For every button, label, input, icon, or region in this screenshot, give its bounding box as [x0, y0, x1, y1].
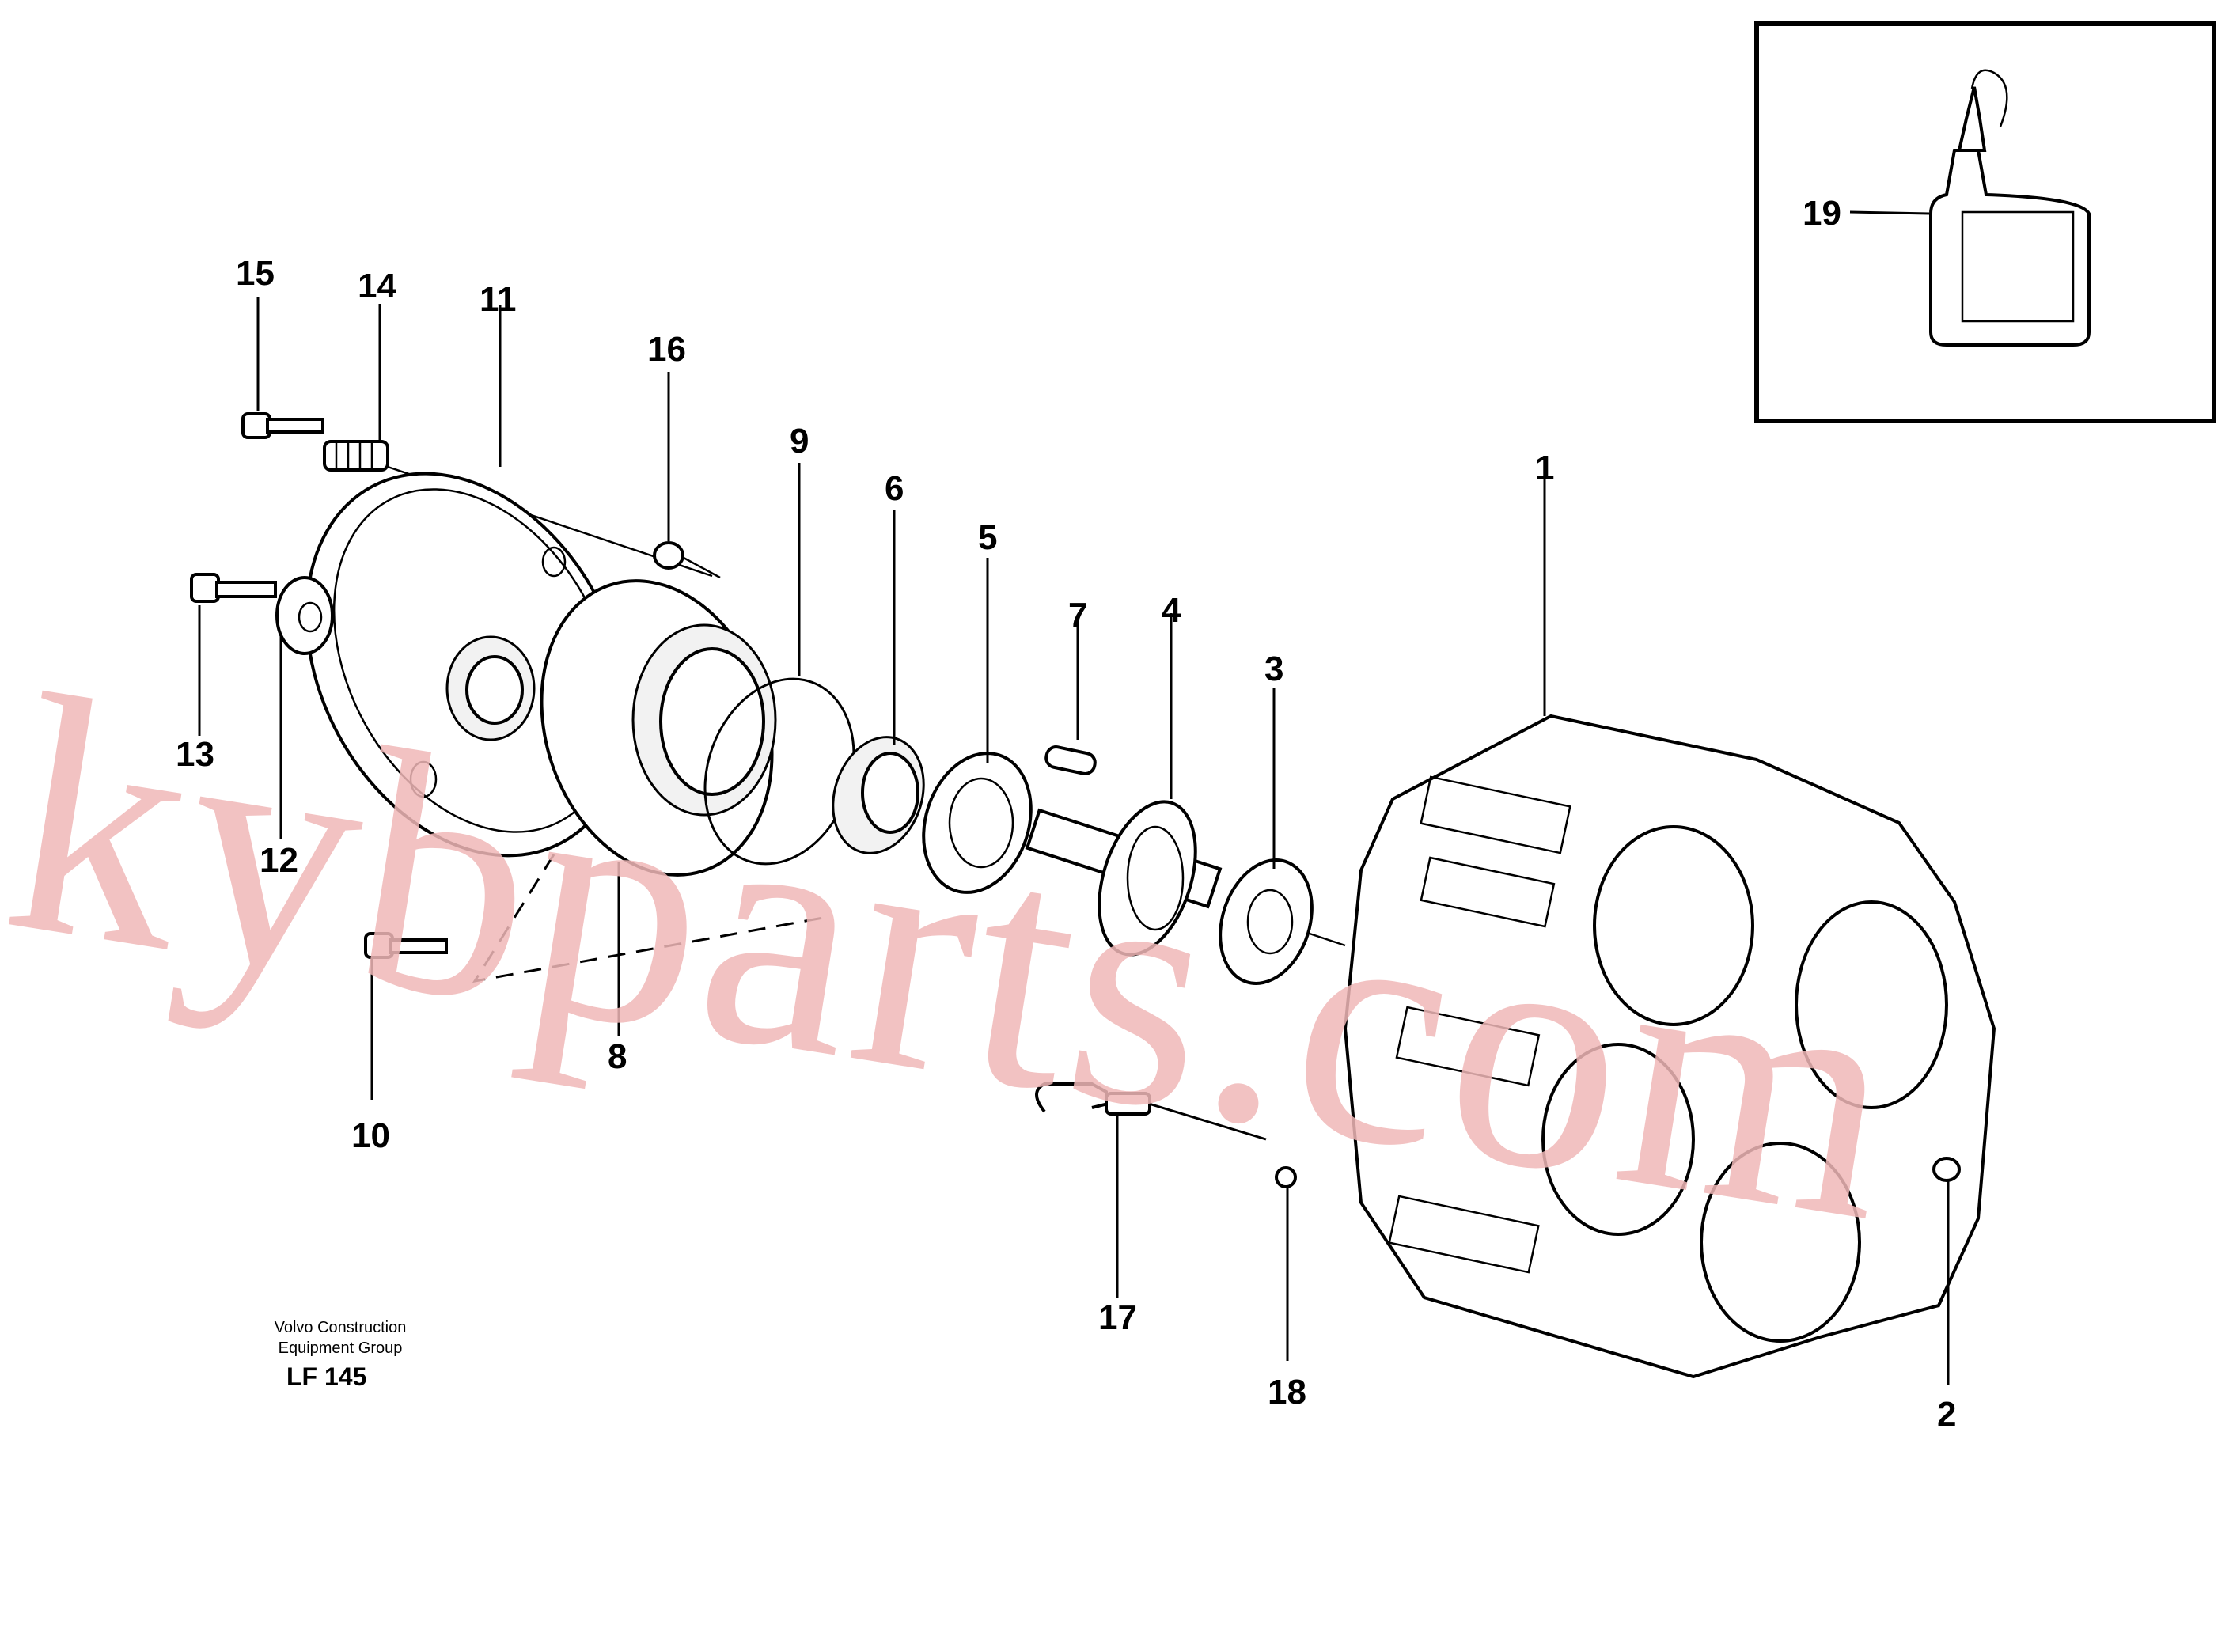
- part-5-bearing: [922, 558, 1033, 894]
- label-9: 9: [790, 422, 809, 460]
- label-3: 3: [1264, 650, 1283, 688]
- label-1: 1: [1535, 449, 1554, 487]
- part-2-plug: [1932, 1157, 1961, 1385]
- label-15: 15: [236, 254, 275, 293]
- label-13: 13: [176, 735, 214, 774]
- label-19: 19: [1803, 194, 1841, 233]
- part-6-seal: [832, 510, 925, 854]
- label-6: 6: [885, 469, 904, 508]
- oil-bottle-icon: [1929, 69, 2091, 347]
- label-4: 4: [1162, 591, 1181, 630]
- part-13-bolt: [190, 573, 277, 736]
- part-10-bolt: [364, 932, 448, 1100]
- label-5: 5: [978, 518, 997, 557]
- part-17-dipstick: [1035, 1082, 1267, 1298]
- credit-line-1: Volvo Construction: [274, 1319, 407, 1336]
- part-11-cover: [305, 305, 629, 858]
- part-4-gear-shaft: [1025, 613, 1223, 957]
- label-11: 11: [480, 280, 517, 319]
- inset-box: [1754, 21, 2216, 423]
- figure-number: LF 145: [286, 1362, 367, 1391]
- part-3-bearing: [1219, 688, 1346, 985]
- part-16-nut: [653, 372, 721, 579]
- part-7-key: [1044, 617, 1097, 775]
- label-7: 7: [1068, 596, 1087, 635]
- part-15-bolt: [241, 297, 324, 439]
- part-1-casing: [1343, 460, 1996, 1379]
- label-18: 18: [1268, 1373, 1306, 1411]
- label-12: 12: [260, 841, 298, 880]
- part-12-washer: [275, 576, 334, 839]
- part-8-housing: [472, 579, 824, 1036]
- label-16: 16: [647, 330, 686, 369]
- label-10: 10: [351, 1116, 390, 1155]
- label-17: 17: [1098, 1298, 1137, 1337]
- publisher-credit: Volvo Construction Equipment Group: [261, 1317, 419, 1358]
- credit-line-2: Equipment Group: [278, 1339, 403, 1357]
- label-8: 8: [608, 1037, 627, 1076]
- label-2: 2: [1937, 1395, 1956, 1434]
- label-14: 14: [358, 267, 396, 305]
- part-18-small-ring: [1275, 1166, 1297, 1361]
